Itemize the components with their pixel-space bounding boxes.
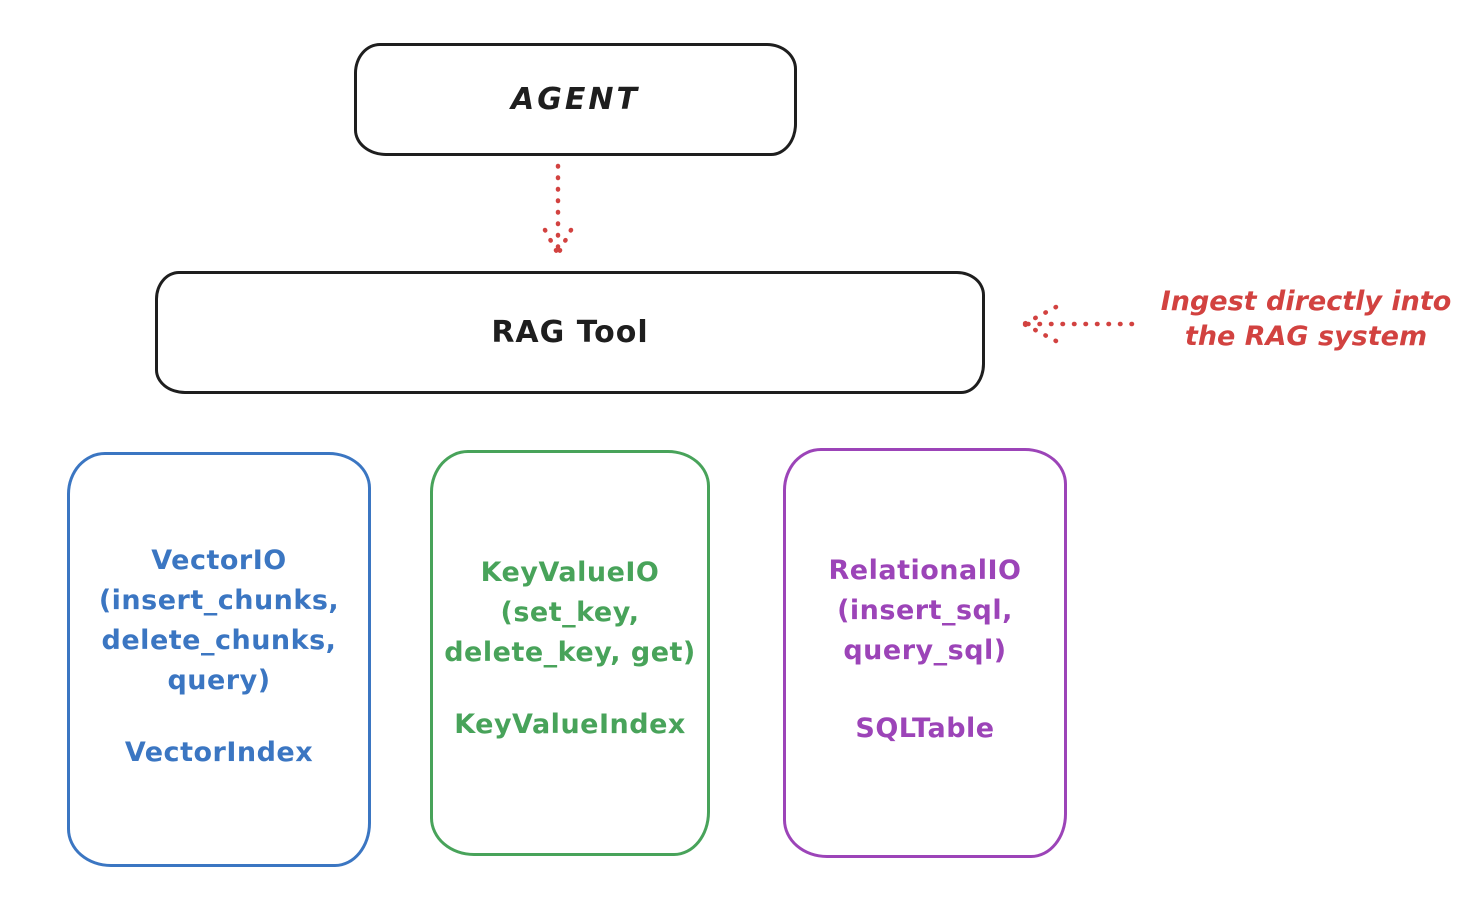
- arrow-agent-to-rag-icon: [542, 163, 574, 257]
- key-value-io-line3: delete_key, get): [444, 637, 696, 668]
- arrow-annotation-to-rag-icon: [1021, 304, 1135, 344]
- key-value-index-label: KeyValueIndex: [454, 709, 686, 740]
- rag-tool-node-label: RAG Tool: [491, 315, 649, 350]
- relational-io-line3: query_sql): [843, 635, 1007, 666]
- sql-table-label: SQLTable: [855, 713, 995, 744]
- vector-io-label: VectorIO (insert_chunks, delete_chunks, …: [99, 541, 339, 701]
- rag-tool-node[interactable]: RAG Tool: [155, 271, 985, 394]
- vector-index-label: VectorIndex: [124, 737, 314, 768]
- vector-io-line2: (insert_chunks,: [98, 585, 340, 616]
- agent-node-label: AGENT: [511, 82, 640, 117]
- key-value-io-label: KeyValueIO (set_key, delete_key, get): [444, 553, 696, 673]
- ingest-annotation-line2: the RAG system: [1184, 321, 1428, 352]
- key-value-io-node[interactable]: KeyValueIO (set_key, delete_key, get) Ke…: [430, 450, 710, 856]
- key-value-io-line2: (set_key,: [500, 597, 640, 628]
- ingest-annotation: Ingest directly into the RAG system: [1132, 284, 1480, 354]
- relational-io-line2: (insert_sql,: [837, 595, 1013, 626]
- relational-io-node[interactable]: RelationalIO (insert_sql, query_sql) SQL…: [783, 448, 1067, 858]
- vector-io-line1: VectorIO: [151, 545, 287, 576]
- vector-io-line4: query): [167, 665, 271, 696]
- relational-io-label: RelationalIO (insert_sql, query_sql): [829, 551, 1022, 671]
- vector-io-line3: delete_chunks,: [101, 625, 337, 656]
- key-value-io-line1: KeyValueIO: [480, 557, 660, 588]
- ingest-annotation-line1: Ingest directly into: [1160, 286, 1452, 317]
- agent-node[interactable]: AGENT: [354, 43, 797, 156]
- vector-io-node[interactable]: VectorIO (insert_chunks, delete_chunks, …: [67, 452, 371, 867]
- relational-io-line1: RelationalIO: [828, 555, 1022, 586]
